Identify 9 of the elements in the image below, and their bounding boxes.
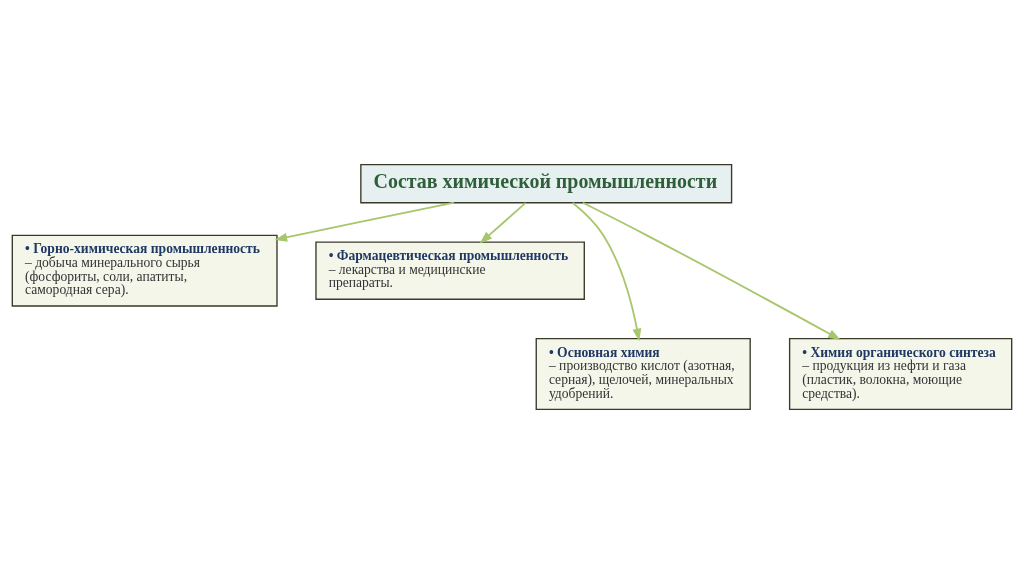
node-box: • Горно-химическая промышленность – добыча минерального сырья (фосфориты, соли, апатиты, самородная сера).: [11, 234, 278, 307]
arrow: [274, 201, 455, 242]
node-box: • Химия органического синтеза – продукция из нефти и газа (пластик, волокна, моющие средства).: [788, 338, 1013, 411]
node-box: Состав химической промышленности: [360, 163, 733, 204]
node-box: • Фармацевтическая промышленность – лекарства и медицинские препараты.: [315, 241, 585, 300]
arrow: [582, 201, 841, 340]
arrow: [479, 201, 527, 244]
node-box: • Основная химия – производство кислот (азотная, серная), щелочей, минеральных удобрений.: [535, 338, 751, 411]
arrow: [571, 201, 642, 342]
